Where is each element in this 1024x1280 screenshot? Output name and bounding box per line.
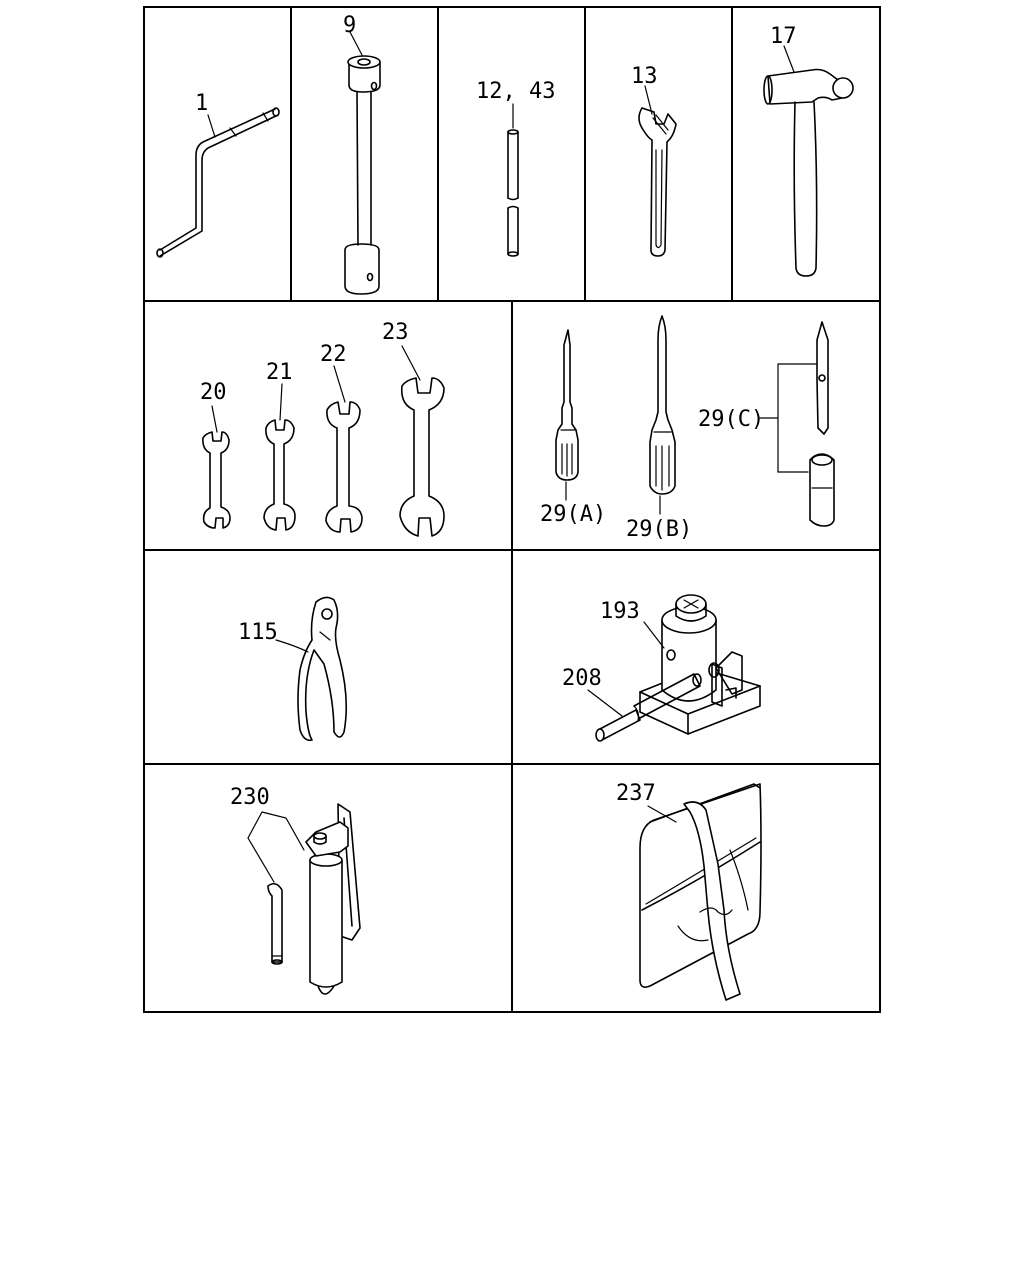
part-21-wrench (263, 383, 296, 531)
label-part-29a: 29(A) (540, 502, 606, 527)
label-part-22: 22 (320, 342, 347, 367)
part-17-hammer (763, 45, 854, 277)
label-part-29b: 29(B) (626, 517, 692, 542)
label-part-9: 9 (343, 13, 356, 38)
part-1-crank-handle (156, 107, 280, 258)
part-13-adjustable-wrench (638, 85, 677, 257)
part-208-jack-handle (587, 673, 702, 742)
part-230-grease-gun (247, 803, 361, 995)
label-part-1: 1 (195, 91, 208, 116)
label-part-208: 208 (562, 666, 602, 691)
label-part-23: 23 (382, 320, 409, 345)
part-193-bottle-jack (639, 594, 761, 735)
part-9-box-wrench (344, 31, 381, 295)
part-115-pliers (275, 596, 348, 742)
label-part-193: 193 (600, 599, 640, 624)
part-237-tool-bag (639, 783, 762, 1001)
label-part-17: 17 (770, 24, 797, 49)
part-29c-bit-set (759, 321, 835, 527)
part-29b-screwdriver (649, 315, 676, 515)
label-part-12-43: 12, 43 (476, 79, 555, 104)
part-20-wrench (202, 405, 231, 529)
label-part-230: 230 (230, 785, 270, 810)
label-part-13: 13 (631, 64, 658, 89)
label-part-29c: 29(C) (698, 407, 764, 432)
part-29a-screwdriver (555, 329, 579, 501)
grid-frame (143, 6, 881, 1013)
label-part-20: 20 (200, 380, 227, 405)
label-part-21: 21 (266, 360, 293, 385)
part-23-wrench (399, 345, 445, 537)
part-12-43-bar (507, 103, 519, 257)
part-22-wrench (325, 365, 363, 533)
callout-labels: 1 9 12, 43 13 17 20 21 22 23 29(A) 29(B)… (195, 13, 797, 810)
label-part-237: 237 (616, 781, 656, 806)
label-part-115: 115 (238, 620, 278, 645)
